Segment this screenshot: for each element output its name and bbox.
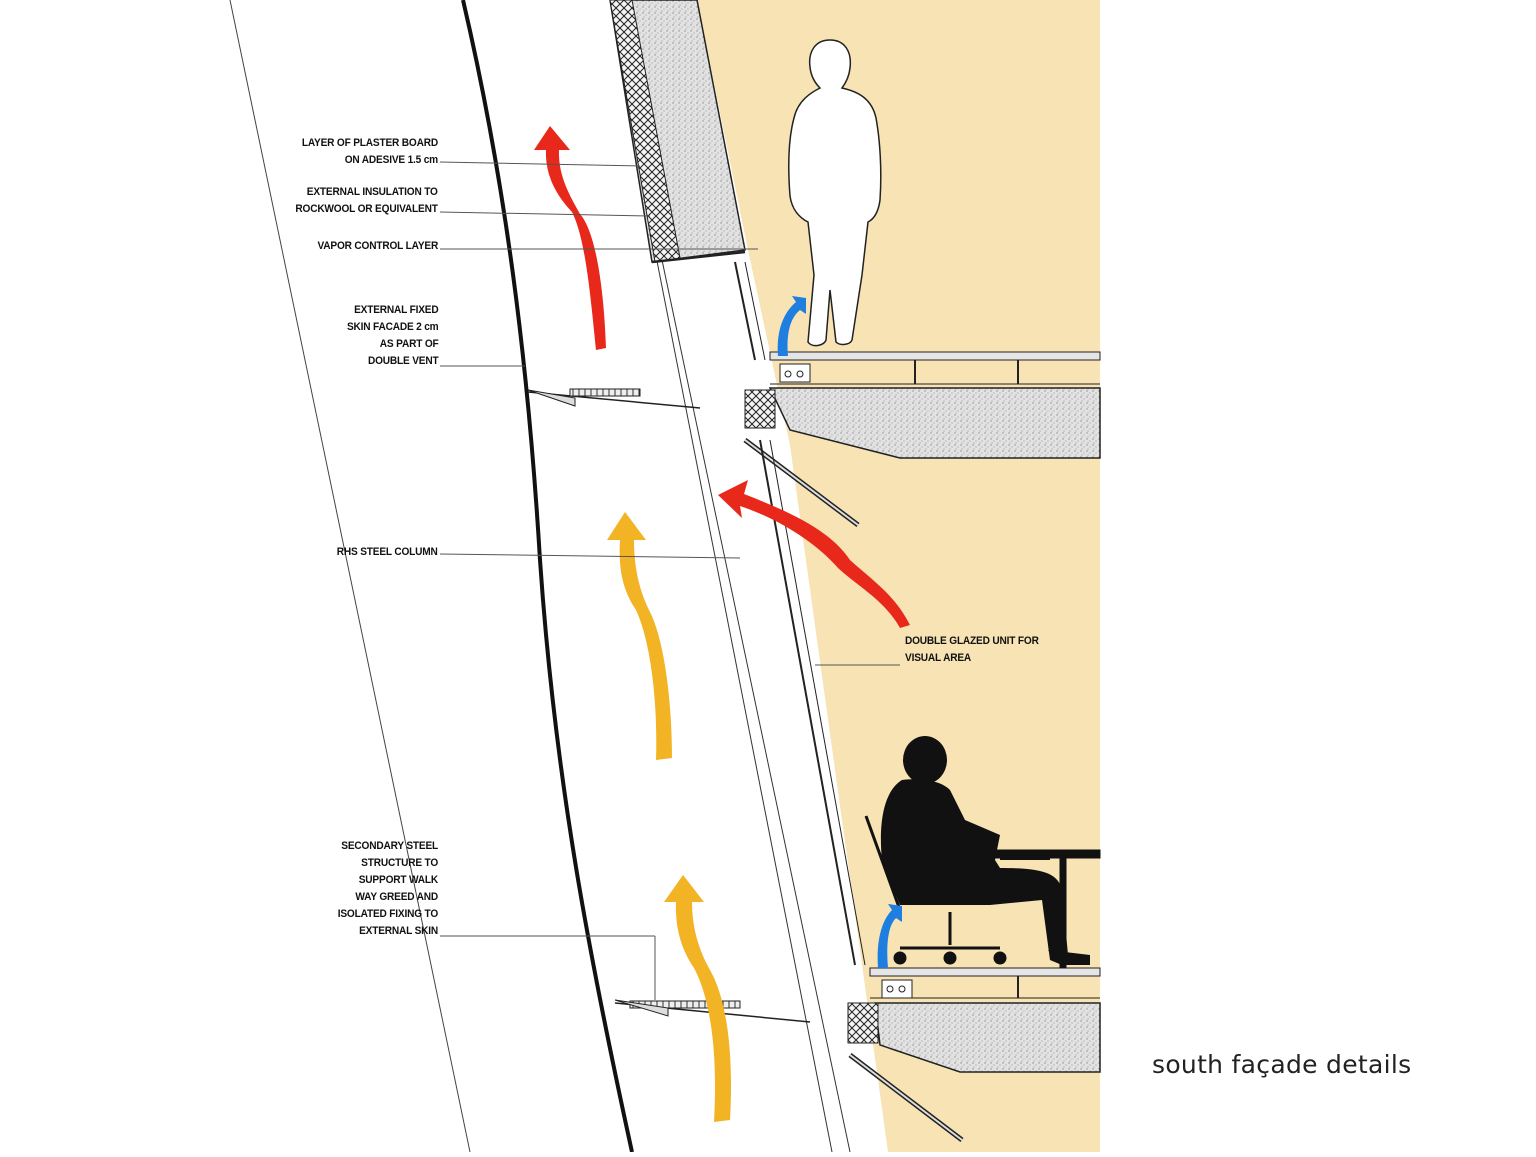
label-external-insulation: EXTERNAL INSULATION TO ROCKWOOL OR EQUIV… <box>295 184 439 218</box>
label-line: ROCKWOOL OR EQUIVALENT <box>295 203 439 215</box>
label-vapor-control: VAPOR CONTROL LAYER <box>317 238 438 255</box>
upper-floor-pedestals <box>914 360 1019 384</box>
lower-glazing-1 <box>759 439 856 966</box>
label-line: AS PART OF <box>379 338 438 350</box>
label-plaster-board: LAYER OF PLASTER BOARD ON ADESIVE 1.5 cm <box>302 135 438 169</box>
label-line: DOUBLE VENT <box>367 355 438 367</box>
upper-glazing-1 <box>734 261 756 361</box>
label-line: DOUBLE GLAZED UNIT FOR <box>905 635 1039 647</box>
label-double-glazed: DOUBLE GLAZED UNIT FOR VISUAL AREA <box>905 633 1039 667</box>
upper-glazing-2 <box>744 261 766 361</box>
label-rhs-column: RHS STEEL COLUMN <box>337 544 438 561</box>
office-chair <box>864 815 1007 965</box>
cavity-line-1 <box>644 199 833 1153</box>
label-secondary-steel: SECONDARY STEEL STRUCTURE TO SUPPORT WAL… <box>337 838 439 940</box>
label-line: RHS STEEL COLUMN <box>337 546 438 558</box>
label-line: ON ADESIVE 1.5 cm <box>344 154 438 166</box>
fresh-air-arrow-lower <box>877 904 902 968</box>
standing-person-silhouette <box>788 39 882 347</box>
lower-glazing-2 <box>769 439 866 966</box>
lower-floor-slab <box>874 1002 1101 1073</box>
label-line: WAY GREED AND <box>355 891 438 903</box>
label-fixed-skin: EXTERNAL FIXED SKIN FACADE 2 cm AS PART … <box>346 302 438 370</box>
label-line: VAPOR CONTROL LAYER <box>317 240 438 252</box>
upper-edge-hatch <box>744 389 776 429</box>
label-line: VISUAL AREA <box>905 652 972 664</box>
hot-air-arrow-middle <box>718 480 910 628</box>
label-line: SECONDARY STEEL <box>341 840 438 852</box>
lower-raised-floor <box>869 967 1101 977</box>
warm-air-arrow-middle <box>607 512 672 760</box>
label-line: EXTERNAL INSULATION TO <box>307 186 438 198</box>
outer-guide-line <box>229 0 471 1153</box>
upper-walkway-grating <box>569 388 641 397</box>
label-line: ISOLATED FIXING TO <box>337 908 439 920</box>
external-skin-line <box>461 0 634 1153</box>
airflow-arrows <box>534 126 910 1122</box>
interior-space <box>697 0 1100 1152</box>
hot-air-arrow-upper <box>534 126 606 350</box>
label-line: EXTERNAL SKIN <box>359 925 438 937</box>
vapor-layer-line <box>651 250 746 264</box>
desk <box>994 849 1101 969</box>
cavity-line-2 <box>661 259 851 1153</box>
fresh-air-arrow-upper <box>777 296 806 356</box>
leader-lines <box>439 161 900 1000</box>
upper-floor-slab <box>768 387 1101 459</box>
label-line: EXTERNAL FIXED <box>353 304 439 316</box>
upper-raised-floor <box>769 351 1101 361</box>
warm-air-arrow-lower <box>664 875 732 1122</box>
lower-edge-hatch <box>847 1002 879 1044</box>
lower-vent-unit <box>881 979 913 999</box>
upper-vent-unit <box>779 363 811 383</box>
label-line: SKIN FACADE 2 cm <box>346 321 438 333</box>
label-line: STRUCTURE TO <box>361 857 438 869</box>
label-line: LAYER OF PLASTER BOARD <box>301 137 438 149</box>
label-line: SUPPORT WALK <box>358 874 439 886</box>
figure-caption: south façade details <box>1152 1050 1412 1079</box>
